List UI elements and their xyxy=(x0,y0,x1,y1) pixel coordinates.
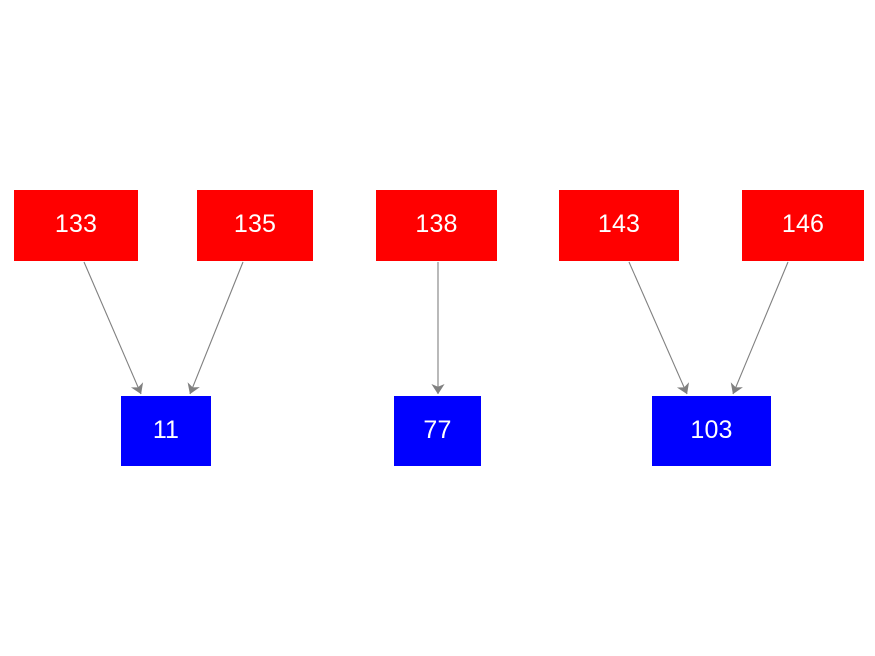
node-label: 11 xyxy=(152,415,180,444)
node-146[interactable]: 146 xyxy=(742,190,864,261)
node-77[interactable]: 77 xyxy=(394,396,481,466)
node-label: 135 xyxy=(233,210,277,238)
node-label: 103 xyxy=(690,415,733,444)
node-103[interactable]: 103 xyxy=(652,396,771,466)
node-label: 77 xyxy=(423,415,452,444)
edge-group xyxy=(83,261,789,395)
node-label: 143 xyxy=(597,210,641,238)
node-133[interactable]: 133 xyxy=(14,190,138,261)
edge-n146-to-n103 xyxy=(730,261,789,395)
edge-n143-to-n103 xyxy=(628,261,690,395)
node-label: 133 xyxy=(54,210,98,238)
edge-n133-to-n11 xyxy=(83,261,144,395)
node-label: 138 xyxy=(415,210,458,238)
node-143[interactable]: 143 xyxy=(559,190,679,261)
edge-n135-to-n11 xyxy=(187,261,244,395)
node-11[interactable]: 11 xyxy=(121,396,211,466)
node-138[interactable]: 138 xyxy=(376,190,497,261)
node-label: 146 xyxy=(781,210,825,238)
node-135[interactable]: 135 xyxy=(197,190,313,261)
